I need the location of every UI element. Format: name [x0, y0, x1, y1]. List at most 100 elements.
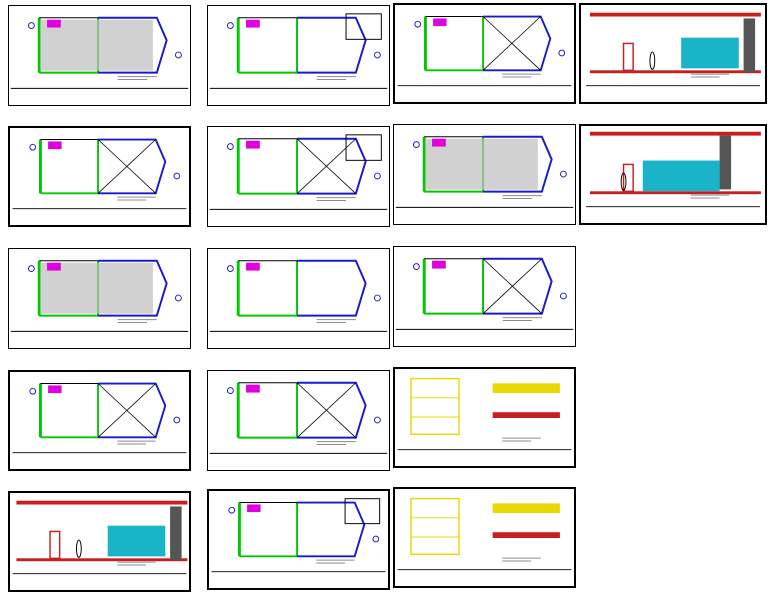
- glass-panel: [107, 525, 166, 557]
- legend-box: [345, 13, 382, 40]
- section-marker: [373, 172, 381, 180]
- wall-blue: [297, 381, 367, 439]
- sheet-13-drawing: [209, 381, 388, 454]
- drawing-sheet-3[interactable]: [393, 3, 576, 104]
- section-marker: [174, 294, 182, 302]
- door-frame: [622, 163, 634, 193]
- section-marker: [226, 265, 234, 273]
- grid-outline: [410, 377, 460, 436]
- sheet-12-drawing: [12, 382, 187, 454]
- wall-blue: [98, 259, 168, 317]
- sheet-4-drawing: [586, 12, 761, 87]
- section-marker: [174, 51, 182, 59]
- detail-beam-red: [492, 532, 560, 538]
- section-marker: [226, 387, 234, 395]
- drawing-sheet-16[interactable]: [207, 489, 390, 590]
- counter-magenta: [246, 19, 260, 28]
- glass-panel: [642, 160, 720, 192]
- drawing-sheet-6[interactable]: [207, 126, 390, 227]
- section-marker: [228, 506, 236, 514]
- void-cross: [97, 383, 156, 438]
- wall-blue: [297, 137, 367, 195]
- floor-hatch: [40, 262, 153, 314]
- section-marker: [29, 143, 37, 151]
- sheet-11-drawing: [395, 257, 574, 330]
- floor-hatch: [425, 138, 538, 190]
- section-marker: [173, 416, 181, 424]
- stone-column: [719, 135, 732, 190]
- drawing-sheet-8[interactable]: [579, 124, 767, 225]
- floor-hatch: [40, 19, 153, 71]
- void-cross: [296, 382, 357, 438]
- counter-magenta: [246, 140, 260, 149]
- counter-magenta: [48, 385, 62, 394]
- detail-beam: [492, 503, 560, 514]
- human-figure: [620, 172, 627, 191]
- drawing-sheet-7[interactable]: [393, 124, 576, 225]
- wall-blue: [483, 135, 553, 193]
- section-marker: [558, 49, 566, 57]
- beam-red: [589, 131, 761, 136]
- drawing-sheet-10[interactable]: [207, 248, 390, 349]
- wall-blue: [297, 16, 367, 74]
- counter-magenta: [48, 141, 62, 150]
- wall-blue: [98, 382, 167, 439]
- detail-beam: [492, 383, 560, 394]
- human-figure: [649, 51, 656, 70]
- section-marker: [27, 265, 35, 273]
- drawing-sheet-5[interactable]: [8, 126, 191, 227]
- counter-magenta: [47, 19, 61, 28]
- counter-magenta: [47, 262, 61, 271]
- counter-magenta: [246, 384, 260, 393]
- wall-blue: [297, 259, 367, 317]
- counter-magenta: [433, 18, 447, 27]
- drawing-sheet-14[interactable]: [393, 367, 576, 468]
- sheet-7-drawing: [395, 135, 574, 208]
- drawing-sheet-4[interactable]: [579, 3, 767, 104]
- section-marker: [173, 172, 181, 180]
- drawing-sheet-9[interactable]: [8, 248, 191, 349]
- human-figure: [75, 539, 82, 558]
- legend-box: [345, 134, 382, 161]
- section-marker: [412, 141, 420, 149]
- void-cross: [482, 16, 541, 71]
- legend-box: [344, 498, 381, 525]
- wall-blue: [98, 138, 167, 195]
- section-marker: [559, 170, 567, 178]
- floor-red: [589, 70, 761, 74]
- wall-blue: [483, 15, 552, 72]
- section-marker: [373, 416, 381, 424]
- beam-red: [589, 12, 761, 17]
- drawing-sheet-2[interactable]: [207, 5, 390, 106]
- counter-magenta: [246, 262, 260, 271]
- sheet-8-drawing: [586, 131, 761, 208]
- sheet-5-drawing: [12, 138, 187, 210]
- drawing-sheet-1[interactable]: [8, 5, 191, 106]
- door-frame: [49, 530, 61, 560]
- counter-magenta: [432, 138, 446, 147]
- section-marker: [373, 294, 381, 302]
- drawing-sheet-17[interactable]: [393, 487, 576, 588]
- section-marker: [226, 143, 234, 151]
- wall-blue: [483, 257, 553, 315]
- sheet-2-drawing: [209, 13, 388, 89]
- sheet-1-drawing: [10, 16, 189, 89]
- drawing-sheet-12[interactable]: [8, 370, 191, 471]
- void-cross: [482, 258, 543, 314]
- sheet-16-drawing: [211, 498, 386, 573]
- floor-red: [589, 191, 761, 195]
- grid-outline: [410, 497, 460, 556]
- door-frame: [622, 42, 634, 72]
- section-marker: [559, 292, 567, 300]
- void-cross: [97, 139, 156, 194]
- sheet-3-drawing: [397, 15, 572, 87]
- stone-column: [743, 18, 756, 73]
- sheet-14-drawing: [397, 377, 572, 451]
- drawing-sheet-15[interactable]: [8, 491, 191, 592]
- wall-blue: [297, 501, 366, 558]
- drawing-sheet-11[interactable]: [393, 246, 576, 347]
- drawing-sheet-13[interactable]: [207, 370, 390, 471]
- detail-beam-red: [492, 412, 560, 418]
- counter-magenta: [247, 504, 261, 513]
- stone-column: [170, 506, 182, 561]
